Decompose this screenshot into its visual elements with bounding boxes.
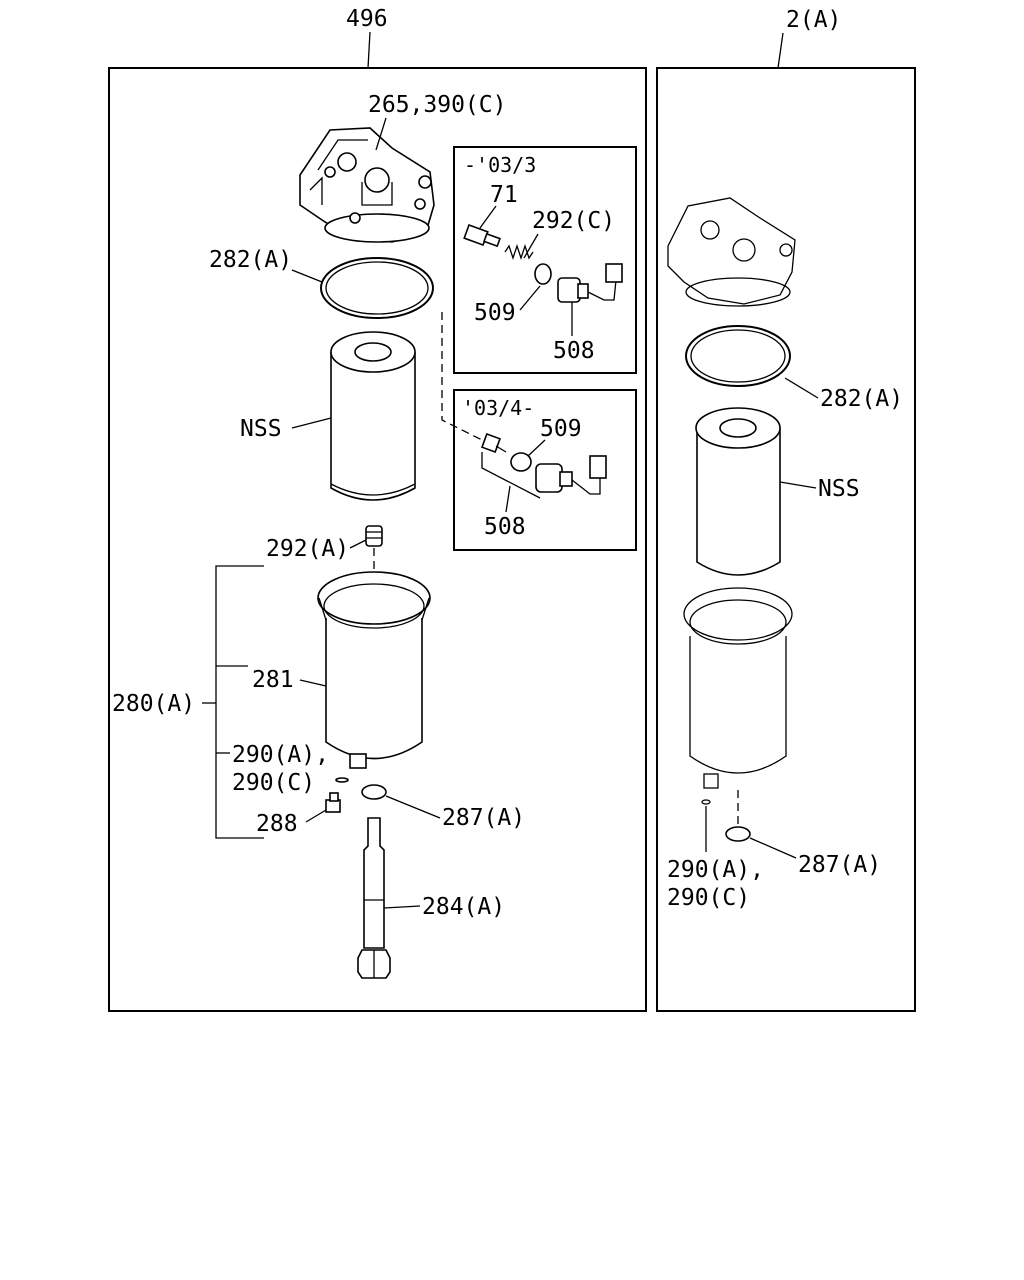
inset-top-label-292c: 292(C) bbox=[532, 208, 615, 234]
label-drain: 288 bbox=[256, 811, 298, 837]
spring-292c bbox=[504, 243, 534, 261]
label-bolt: 284(A) bbox=[422, 894, 505, 920]
washer-509-bottom bbox=[510, 452, 532, 472]
right-o-ring bbox=[685, 325, 791, 387]
assembly-number-left: 496 bbox=[346, 6, 388, 32]
filter-bowl bbox=[317, 571, 431, 769]
assembly-number-right: 2(A) bbox=[786, 7, 841, 33]
inset-bottom-label-508: 508 bbox=[484, 514, 526, 540]
filter-element bbox=[330, 331, 416, 501]
switch-508-top bbox=[557, 263, 623, 303]
inset-top-label-508: 508 bbox=[553, 338, 595, 364]
center-bolt bbox=[357, 817, 391, 979]
right-label-plug-c: 290(C) bbox=[667, 885, 750, 911]
right-label-gasket: 287(A) bbox=[798, 852, 881, 878]
right-gasket bbox=[725, 826, 751, 842]
plug-290 bbox=[335, 777, 349, 783]
inset-top-frame bbox=[453, 146, 637, 374]
label-oring: 282(A) bbox=[209, 247, 292, 273]
right-label-element: NSS bbox=[818, 476, 860, 502]
right-frame bbox=[656, 67, 916, 1012]
switch-508-bottom bbox=[535, 455, 607, 495]
sensor-bottom bbox=[481, 433, 507, 453]
o-ring bbox=[320, 257, 434, 319]
label-gasket: 287(A) bbox=[442, 805, 525, 831]
inset-bottom-label-509: 509 bbox=[540, 416, 582, 442]
washer-509-top bbox=[534, 263, 552, 285]
label-plug-a: 290(A), bbox=[232, 742, 329, 768]
sensor-71 bbox=[463, 223, 501, 248]
right-plug-290 bbox=[701, 799, 711, 805]
inset-top-label-509: 509 bbox=[474, 300, 516, 326]
label-element: NSS bbox=[240, 416, 282, 442]
left-frame bbox=[108, 67, 647, 1012]
spring bbox=[365, 525, 383, 547]
label-head: 265,390(C) bbox=[368, 92, 506, 118]
right-label-plug-a: 290(A), bbox=[667, 857, 764, 883]
right-filter-head bbox=[667, 197, 796, 307]
right-filter-element bbox=[695, 407, 781, 576]
label-plug-c: 290(C) bbox=[232, 770, 315, 796]
right-filter-bowl bbox=[683, 587, 793, 789]
inset-bottom-range: '03/4- bbox=[462, 396, 534, 420]
bracket-280a bbox=[202, 565, 264, 839]
inset-top-label-71: 71 bbox=[490, 182, 518, 208]
gasket bbox=[361, 784, 387, 800]
right-label-oring: 282(A) bbox=[820, 386, 903, 412]
inset-bottom-frame bbox=[453, 389, 637, 551]
drain-plug bbox=[325, 792, 341, 813]
label-bracket: 280(A) bbox=[112, 691, 195, 717]
inset-top-range: -'03/3 bbox=[464, 153, 536, 177]
filter-head bbox=[299, 127, 435, 243]
label-bowl: 281 bbox=[252, 667, 294, 693]
label-spring: 292(A) bbox=[266, 536, 349, 562]
